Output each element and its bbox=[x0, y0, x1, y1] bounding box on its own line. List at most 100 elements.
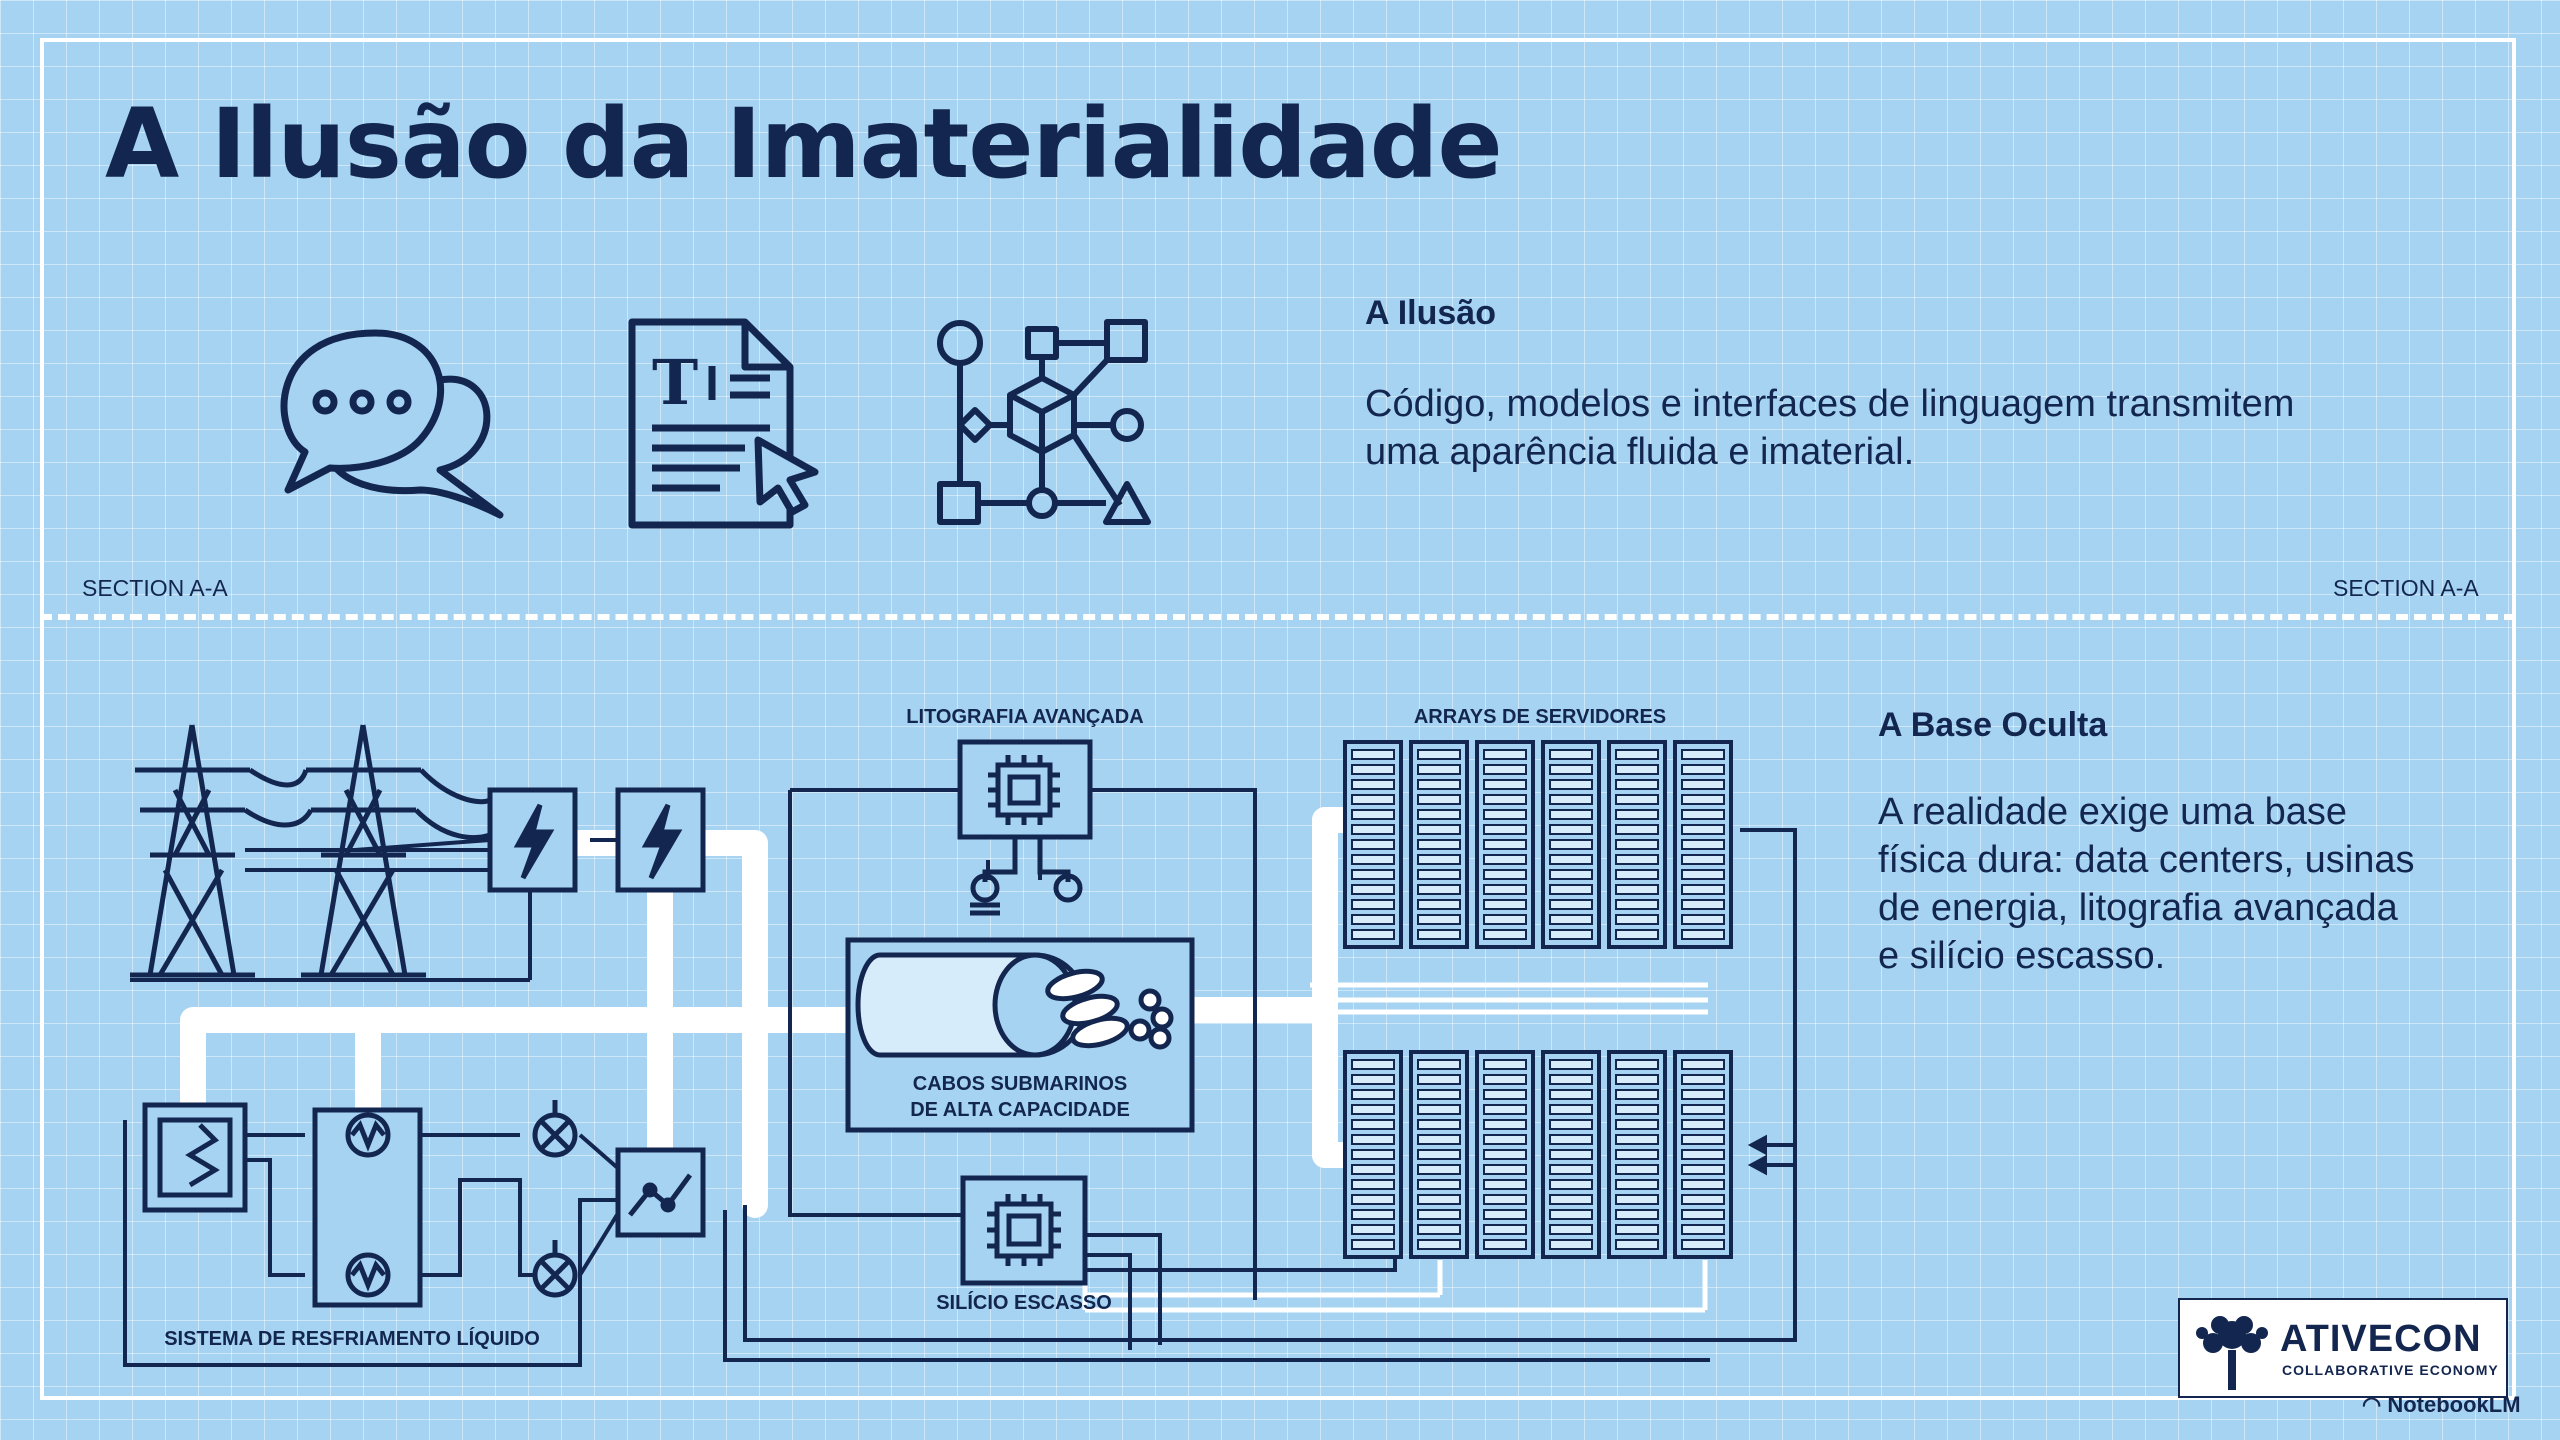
server-unit bbox=[1681, 1209, 1725, 1220]
server-unit bbox=[1615, 779, 1659, 790]
server-unit bbox=[1483, 1179, 1527, 1190]
server-unit bbox=[1681, 809, 1725, 820]
illusion-body-line-2: uma aparência fluida e imaterial. bbox=[1365, 431, 1915, 473]
server-unit bbox=[1351, 764, 1395, 775]
ativecon-logo: ATIVECON COLLABORATIVE ECONOMY bbox=[2178, 1298, 2508, 1398]
base-body-line-4: e silício escasso. bbox=[1878, 935, 2166, 977]
server-unit bbox=[1615, 1059, 1659, 1070]
server-unit bbox=[1681, 779, 1725, 790]
server-unit bbox=[1351, 884, 1395, 895]
server-unit bbox=[1483, 1239, 1527, 1250]
server-unit bbox=[1549, 809, 1593, 820]
server-unit bbox=[1681, 1104, 1725, 1115]
server-unit bbox=[1351, 1194, 1395, 1205]
server-unit bbox=[1549, 749, 1593, 760]
power-tower-icon-2 bbox=[243, 724, 492, 978]
server-unit bbox=[1615, 1179, 1659, 1190]
server-unit bbox=[1483, 809, 1527, 820]
base-body-line-2: física dura: data centers, usinas bbox=[1878, 839, 2415, 881]
server-unit bbox=[1417, 1239, 1461, 1250]
server-unit bbox=[1549, 929, 1593, 940]
server-unit bbox=[1681, 1119, 1725, 1130]
section-label-left: SECTION A-A bbox=[82, 575, 228, 601]
server-unit bbox=[1351, 794, 1395, 805]
cable-label-line-1: CABOS SUBMARINOS bbox=[912, 1073, 1128, 1095]
server-unit bbox=[1351, 1209, 1395, 1220]
illusion-heading: A Ilusão bbox=[1365, 294, 1496, 332]
server-unit bbox=[1483, 1134, 1527, 1145]
server-unit bbox=[1549, 779, 1593, 790]
server-unit bbox=[1351, 1074, 1395, 1085]
server-unit bbox=[1549, 899, 1593, 910]
cable-label-line-2: DE ALTA CAPACIDADE bbox=[910, 1099, 1130, 1121]
server-unit bbox=[1483, 1059, 1527, 1070]
text-document-cursor-icon: T bbox=[628, 318, 819, 529]
server-unit bbox=[1417, 839, 1461, 850]
server-unit bbox=[1549, 1164, 1593, 1175]
server-unit bbox=[1483, 1194, 1527, 1205]
power-switch-icon bbox=[487, 787, 706, 893]
server-unit bbox=[1351, 914, 1395, 925]
server-unit bbox=[1681, 929, 1725, 940]
server-unit bbox=[1615, 854, 1659, 865]
logo-wordmark: ATIVECON bbox=[2280, 1318, 2482, 1360]
illusion-body-line-1: Código, modelos e interfaces de linguage… bbox=[1365, 383, 2295, 425]
server-unit bbox=[1417, 914, 1461, 925]
thin-white-lines bbox=[1082, 982, 1708, 1313]
server-unit bbox=[1549, 1224, 1593, 1235]
server-unit bbox=[1483, 839, 1527, 850]
server-unit bbox=[1483, 1104, 1527, 1115]
server-unit bbox=[1351, 1239, 1395, 1250]
chat-bubbles-icon bbox=[280, 329, 504, 519]
server-unit bbox=[1351, 1119, 1395, 1130]
server-unit bbox=[1351, 809, 1395, 820]
silicon-label: SILÍCIO ESCASSO bbox=[936, 1292, 1112, 1314]
server-unit bbox=[1681, 824, 1725, 835]
server-unit bbox=[1483, 914, 1527, 925]
server-unit bbox=[1417, 899, 1461, 910]
server-unit bbox=[1417, 1164, 1461, 1175]
svg-text:T: T bbox=[652, 346, 698, 419]
server-unit bbox=[1351, 779, 1395, 790]
server-unit bbox=[1417, 884, 1461, 895]
server-unit bbox=[1549, 914, 1593, 925]
server-unit bbox=[1549, 884, 1593, 895]
server-unit bbox=[1681, 869, 1725, 880]
section-divider bbox=[40, 614, 2516, 620]
server-unit bbox=[1615, 899, 1659, 910]
server-unit bbox=[1615, 764, 1659, 775]
lithography-chip-icon bbox=[957, 739, 1093, 916]
server-unit bbox=[1549, 854, 1593, 865]
server-unit bbox=[1549, 1059, 1593, 1070]
server-unit bbox=[1549, 824, 1593, 835]
server-unit bbox=[1351, 749, 1395, 760]
server-unit bbox=[1681, 884, 1725, 895]
cooling-label: SISTEMA DE RESFRIAMENTO LÍQUIDO bbox=[164, 1328, 540, 1350]
server-unit bbox=[1549, 869, 1593, 880]
server-unit bbox=[1615, 809, 1659, 820]
server-unit bbox=[1483, 749, 1527, 760]
server-racks-icon bbox=[1343, 740, 1733, 1259]
server-unit bbox=[1483, 899, 1527, 910]
server-unit bbox=[1417, 824, 1461, 835]
server-unit bbox=[1483, 929, 1527, 940]
server-unit bbox=[1681, 1089, 1725, 1100]
server-unit bbox=[1417, 869, 1461, 880]
server-unit bbox=[1351, 1089, 1395, 1100]
server-unit bbox=[1417, 1104, 1461, 1115]
base-body-line-1: A realidade exige uma base bbox=[1878, 791, 2347, 833]
server-unit bbox=[1615, 1194, 1659, 1205]
server-unit bbox=[1351, 1179, 1395, 1190]
server-unit bbox=[1417, 1194, 1461, 1205]
server-unit bbox=[1615, 1134, 1659, 1145]
server-unit bbox=[1417, 1209, 1461, 1220]
base-heading: A Base Oculta bbox=[1878, 706, 2108, 744]
server-unit bbox=[1549, 839, 1593, 850]
server-unit bbox=[1681, 1074, 1725, 1085]
server-unit bbox=[1549, 1134, 1593, 1145]
server-unit bbox=[1549, 1179, 1593, 1190]
model-graph-icon bbox=[937, 319, 1151, 525]
server-unit bbox=[1615, 1224, 1659, 1235]
